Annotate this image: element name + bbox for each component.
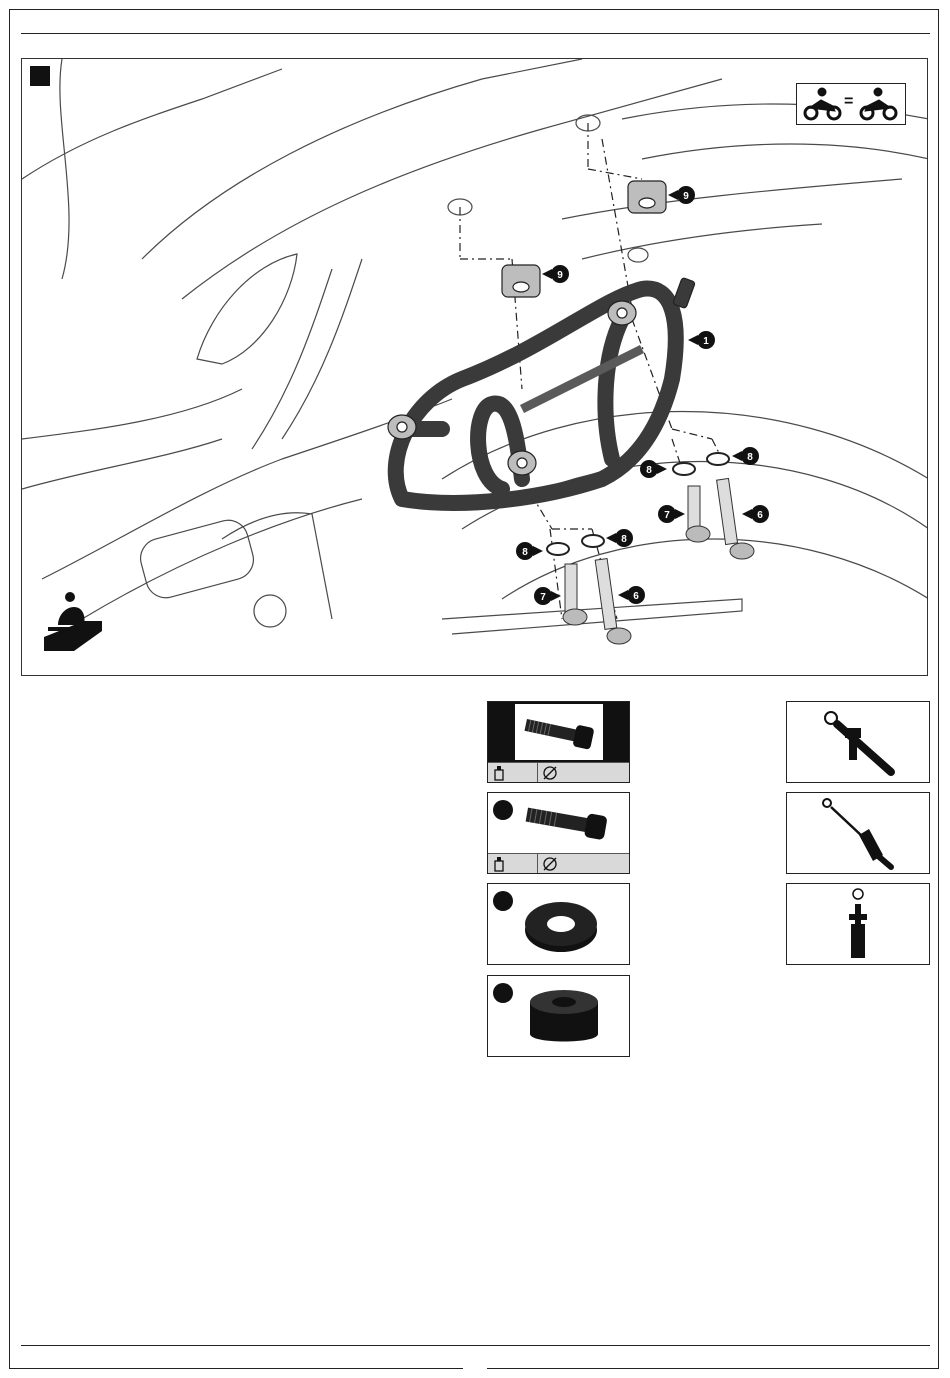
both-sides-badge: = xyxy=(796,83,906,125)
no-loctite-icon xyxy=(538,854,630,873)
tool-card-torque-wrench xyxy=(786,792,930,874)
washer-icon xyxy=(516,890,606,960)
footer-rule xyxy=(21,1345,930,1346)
torque-wrench-icon xyxy=(787,793,929,873)
part-number-bullet xyxy=(493,800,513,820)
ratchet-socket-icon xyxy=(787,702,929,782)
rubber-spacer-icon xyxy=(524,982,604,1052)
part-photo-area xyxy=(515,704,603,760)
allen-bolt-long-icon xyxy=(515,704,603,760)
no-loctite-icon xyxy=(538,763,630,782)
threadlocker-icon xyxy=(488,763,538,782)
equals-sign: = xyxy=(844,94,853,110)
part-card-footer xyxy=(488,853,629,873)
allen-bolt-short-icon xyxy=(514,795,624,851)
step-marker xyxy=(30,66,50,86)
part-number-bullet xyxy=(493,891,513,911)
exploded-view-drawing xyxy=(22,59,928,676)
part-card-long-bolt xyxy=(487,701,630,783)
installation-figure: 1 9 9 8 8 8 8 xyxy=(21,58,928,676)
threadlocker-icon xyxy=(488,854,538,873)
center-stand-icon xyxy=(44,591,104,651)
hex-bit-icon xyxy=(787,884,929,964)
header-rule xyxy=(21,33,930,34)
part-card-footer xyxy=(488,762,629,782)
part-card-washer xyxy=(487,883,630,965)
part-card-spacer xyxy=(487,975,630,1057)
part-number-bullet xyxy=(493,983,513,1003)
tool-card-hex-bit xyxy=(786,883,930,965)
tool-card-ratchet xyxy=(786,701,930,783)
part-card-short-bolt xyxy=(487,792,630,874)
page-number-gap xyxy=(463,1362,487,1372)
